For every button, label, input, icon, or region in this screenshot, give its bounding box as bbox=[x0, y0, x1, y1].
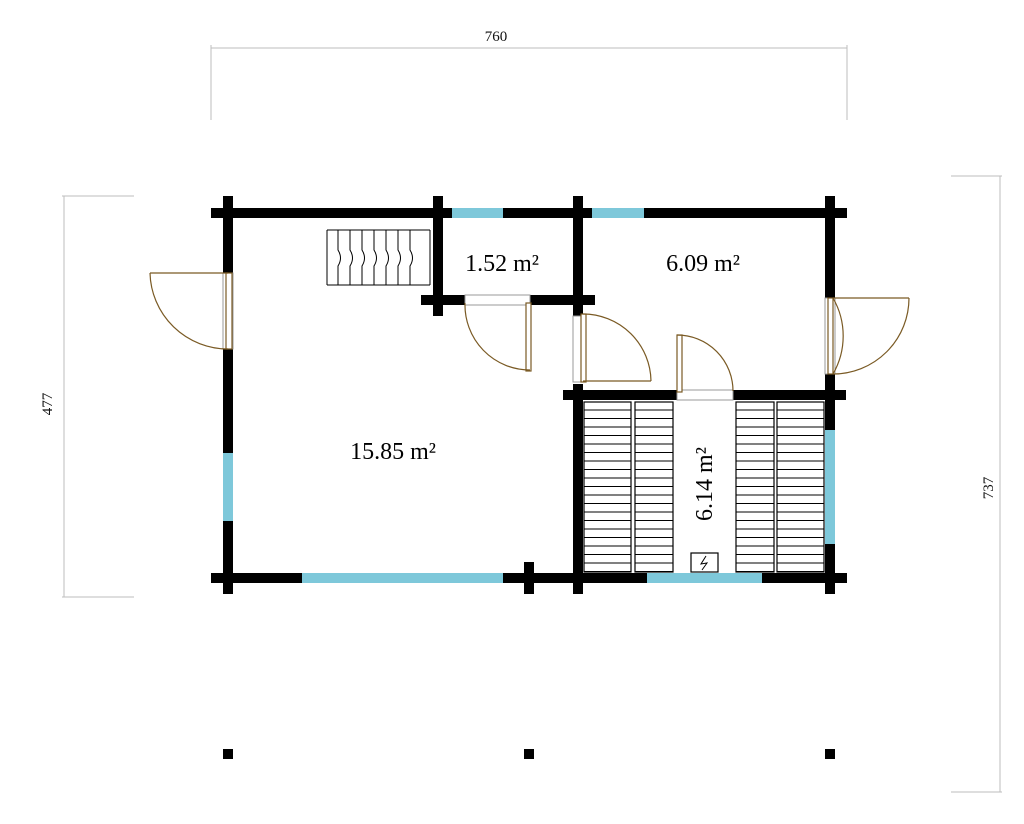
small-room-door[interactable] bbox=[464, 302, 532, 372]
sauna-door[interactable] bbox=[676, 334, 734, 393]
bench-slats bbox=[584, 409, 824, 572]
sauna-area: 6.14 m² bbox=[692, 447, 718, 521]
foundation-posts bbox=[223, 749, 835, 759]
staircase-icon bbox=[326, 229, 431, 286]
main-room-area: 15.85 m² bbox=[350, 439, 436, 465]
width-dimension: 760 bbox=[485, 29, 508, 45]
sauna-heater-icon bbox=[690, 552, 719, 573]
doors bbox=[149, 272, 910, 393]
small-room-area: 1.52 m² bbox=[465, 251, 539, 277]
right-exterior-door[interactable] bbox=[827, 297, 910, 375]
dimension-lines bbox=[62, 45, 1002, 793]
height-dimension: 737 bbox=[981, 476, 997, 499]
windows bbox=[223, 208, 835, 583]
depth-dimension: 477 bbox=[40, 392, 56, 415]
entrance-door[interactable] bbox=[149, 272, 233, 350]
right-room-area: 6.09 m² bbox=[666, 251, 740, 277]
middle-door[interactable] bbox=[580, 313, 652, 383]
